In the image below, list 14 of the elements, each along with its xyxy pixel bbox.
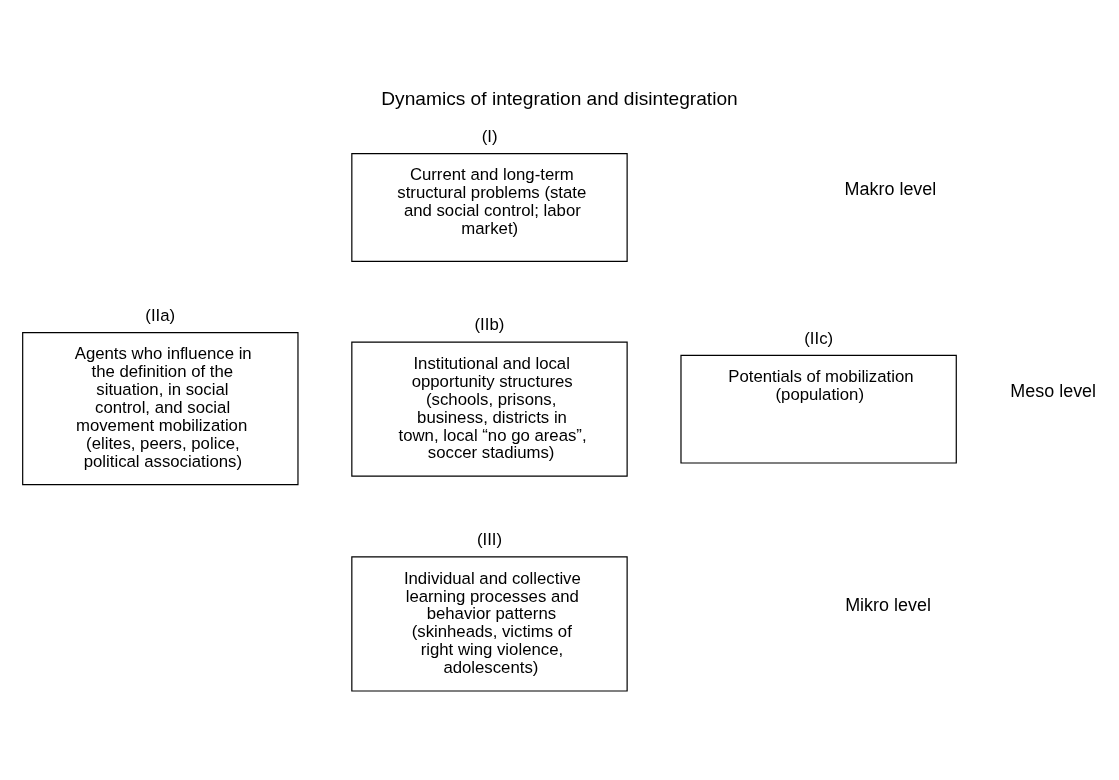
node-label: (I) bbox=[481, 126, 498, 146]
label: Mikro level bbox=[845, 595, 931, 616]
node-box: Individual and collective learning processes and behavior patterns (skinheads, victims of right wing violence, adolescents) bbox=[351, 556, 628, 692]
node-label: (IIa) bbox=[145, 305, 176, 325]
label: Makro level bbox=[844, 178, 937, 199]
node-box: Agents who influence in the definition of the situation, in social control, and social movement mobilization (elites, peers, police, political associations) bbox=[22, 331, 299, 486]
node-label: (IIb) bbox=[474, 315, 505, 335]
diagram-title: Dynamics of integration and disintegration bbox=[381, 87, 738, 109]
node-box: Institutional and local opportunity structures (schools, prisons, business, districts in town, local “no go areas”, soccer stadiums) bbox=[351, 341, 628, 477]
node-box: Potentials of mobilization (population) bbox=[680, 354, 957, 464]
node-label: (IIc) bbox=[804, 328, 834, 348]
node-label: (III) bbox=[476, 530, 503, 550]
label: Meso level bbox=[1010, 380, 1097, 401]
node-box: Current and long-term structural problems (state and social control; labor market) bbox=[351, 153, 628, 262]
